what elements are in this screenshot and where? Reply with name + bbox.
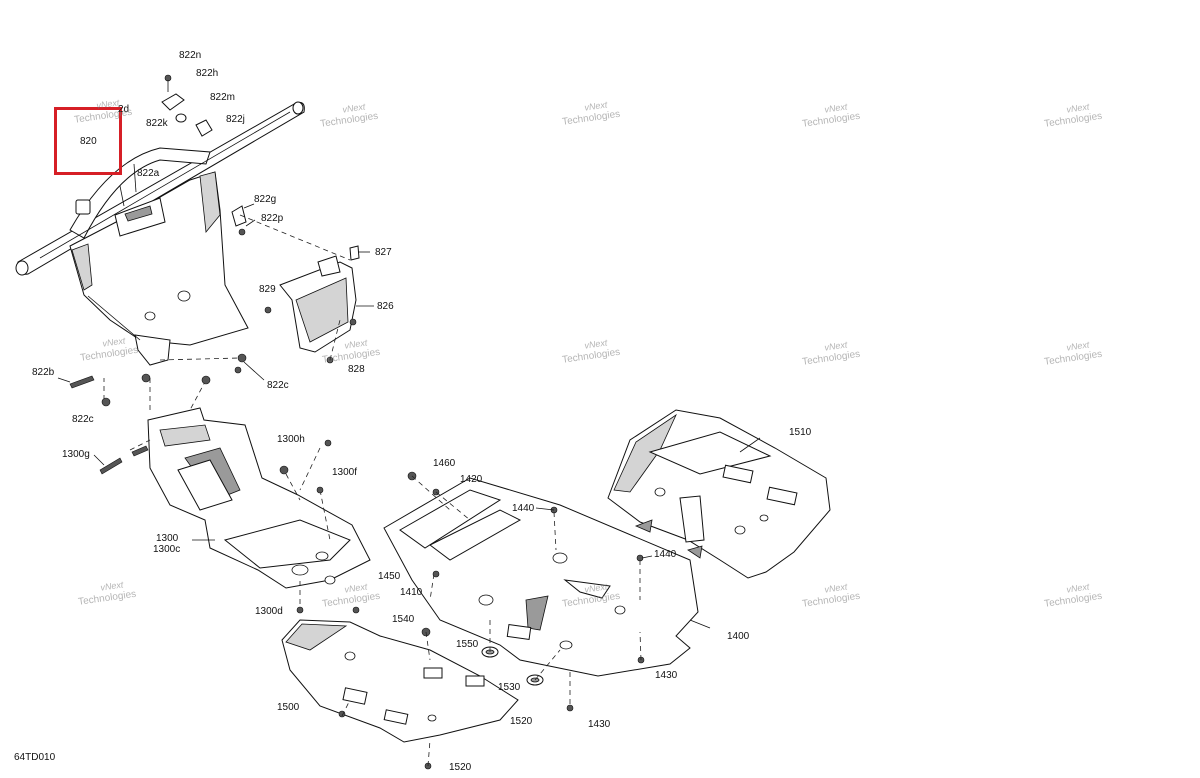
callout-822g[interactable]: 822g xyxy=(254,194,277,205)
callout-822c-left[interactable]: 822c xyxy=(72,414,94,425)
callout-1300h[interactable]: 1300h xyxy=(277,434,305,445)
callout-1430-right[interactable]: 1430 xyxy=(655,670,678,681)
callout-1400[interactable]: 1400 xyxy=(727,631,750,642)
callout-826[interactable]: 826 xyxy=(377,301,394,312)
callout-1430-bottom[interactable]: 1430 xyxy=(588,719,611,730)
skid-plate-1510[interactable] xyxy=(607,409,831,579)
callout-1510[interactable]: 1510 xyxy=(789,427,812,438)
callout-1540[interactable]: 1540 xyxy=(392,614,415,625)
callout-1460[interactable]: 1460 xyxy=(433,458,456,469)
callout-1300g[interactable]: 1300g xyxy=(62,449,90,460)
callout-1550[interactable]: 1550 xyxy=(456,639,479,650)
callout-822j[interactable]: 822j xyxy=(226,114,245,125)
callout-822k[interactable]: 822k xyxy=(146,118,168,129)
callout-822p[interactable]: 822p xyxy=(261,213,284,224)
bracket-826[interactable] xyxy=(264,245,360,364)
assembly-lines xyxy=(103,214,642,767)
front-bumper-plate[interactable] xyxy=(69,171,249,366)
callout-828[interactable]: 828 xyxy=(348,364,365,375)
callout-1520-bottom[interactable]: 1520 xyxy=(449,762,472,773)
callout-1300f[interactable]: 1300f xyxy=(332,467,358,478)
callout-1300c[interactable]: 1300c xyxy=(153,544,181,555)
callout-1530[interactable]: 1530 xyxy=(498,682,521,693)
callout-1450[interactable]: 1450 xyxy=(378,571,401,582)
callout-822c-right[interactable]: 822c xyxy=(267,380,289,391)
callout-1300d[interactable]: 1300d xyxy=(255,606,283,617)
upper-hardware xyxy=(75,74,247,236)
diagram-code: 64TD010 xyxy=(14,752,56,763)
callout-822h[interactable]: 822h xyxy=(196,68,219,79)
callout-822b[interactable]: 822b xyxy=(32,367,55,378)
callout-822n[interactable]: 822n xyxy=(179,50,202,61)
callout-1440-top[interactable]: 1440 xyxy=(512,503,535,514)
fasteners xyxy=(69,353,574,712)
callout-822m[interactable]: 822m xyxy=(210,92,236,103)
skid-plate-1500[interactable] xyxy=(281,619,519,770)
callout-1410[interactable]: 1410 xyxy=(400,587,423,598)
skid-plate-1300[interactable] xyxy=(147,407,371,589)
front-bumper-tube[interactable] xyxy=(15,101,305,276)
selected-part-highlight xyxy=(54,107,122,175)
callout-827[interactable]: 827 xyxy=(375,247,392,258)
leader-lines xyxy=(57,203,761,629)
callout-822d[interactable]: 2d xyxy=(118,104,130,115)
callout-829[interactable]: 829 xyxy=(259,284,276,295)
callout-1300[interactable]: 1300 xyxy=(156,533,179,544)
callout-1520-mid[interactable]: 1520 xyxy=(510,716,533,727)
callout-1420[interactable]: 1420 xyxy=(460,474,483,485)
callout-820[interactable]: 820 xyxy=(80,136,97,147)
callout-1440-right[interactable]: 1440 xyxy=(654,549,677,560)
callout-1500[interactable]: 1500 xyxy=(277,702,300,713)
callout-822a[interactable]: 822a xyxy=(137,168,160,179)
